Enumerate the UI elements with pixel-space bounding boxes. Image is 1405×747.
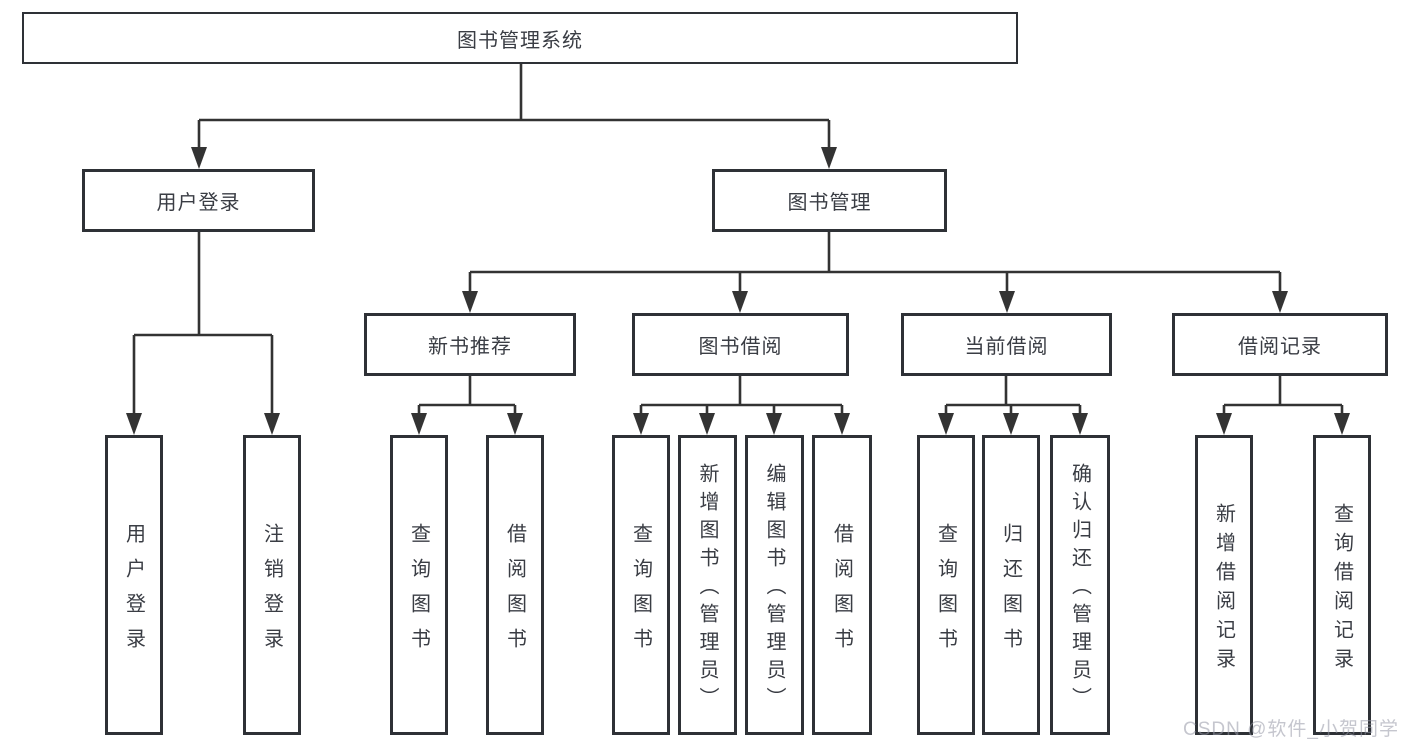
node-label: 归还图书 [999, 522, 1022, 663]
node-library-management-system: 图书管理系统 [22, 12, 1018, 64]
leaf-add-borrow-record: 新增借阅记录 [1195, 435, 1253, 735]
node-current-borrow: 当前借阅 [901, 313, 1112, 376]
leaf-borrow-books: 借阅图书 [812, 435, 872, 735]
node-book-management: 图书管理 [712, 169, 947, 232]
node-book-borrow: 图书借阅 [632, 313, 849, 376]
node-label: 查询图书 [629, 522, 652, 663]
node-label: 确认归还（管理员） [1068, 463, 1091, 715]
node-label: 查询图书 [407, 522, 430, 663]
node-label: 图书借阅 [698, 336, 783, 358]
leaf-query-books-borrow: 查询图书 [612, 435, 670, 735]
leaf-add-books-admin: 新增图书（管理员） [678, 435, 737, 735]
node-label: 借阅图书 [503, 522, 526, 663]
leaf-return-books: 归还图书 [982, 435, 1040, 735]
node-label: 借阅记录 [1238, 336, 1322, 358]
leaf-query-borrow-record: 查询借阅记录 [1313, 435, 1371, 735]
node-label: 新增借阅记录 [1212, 502, 1235, 677]
arrowheads [126, 147, 1350, 435]
node-label: 新书推荐 [428, 336, 512, 358]
node-new-book-recommend: 新书推荐 [364, 313, 576, 376]
node-borrow-records: 借阅记录 [1172, 313, 1388, 376]
node-label: 用户登录 [122, 522, 145, 663]
leaf-logout: 注销登录 [243, 435, 301, 735]
leaf-borrow-books-recommend: 借阅图书 [486, 435, 544, 735]
node-label: 注销登录 [260, 522, 283, 663]
node-label: 查询借阅记录 [1330, 502, 1353, 677]
node-label: 借阅图书 [830, 522, 853, 663]
node-label: 图书管理 [787, 192, 872, 214]
leaf-query-books-recommend: 查询图书 [390, 435, 448, 735]
csdn-watermark: CSDN @软件_小贺同学 [1183, 719, 1399, 740]
node-label: 当前借阅 [964, 336, 1049, 358]
node-label: 编辑图书（管理员） [763, 463, 785, 715]
leaf-query-books-current: 查询图书 [917, 435, 975, 735]
node-label: 图书管理系统 [457, 29, 583, 52]
node-label: 查询图书 [934, 522, 957, 663]
node-user-login: 用户登录 [82, 169, 315, 232]
leaf-edit-books-admin: 编辑图书（管理员） [745, 435, 804, 735]
node-label: 用户登录 [156, 192, 241, 214]
leaf-user-login: 用户登录 [105, 435, 163, 735]
leaf-confirm-return-admin: 确认归还（管理员） [1050, 435, 1110, 735]
node-label: 新增图书（管理员） [696, 463, 718, 715]
